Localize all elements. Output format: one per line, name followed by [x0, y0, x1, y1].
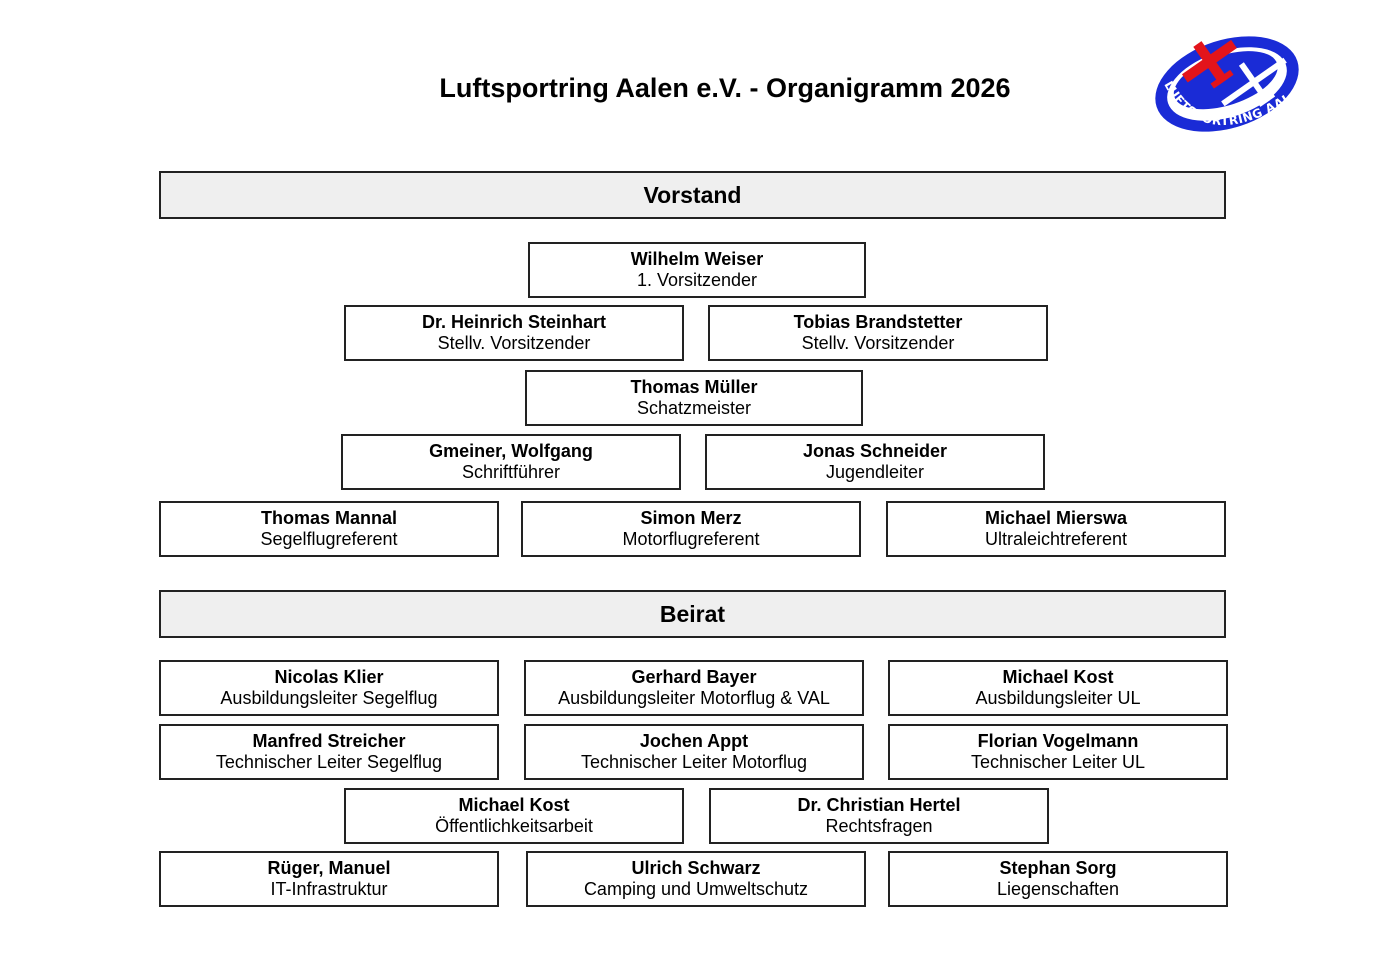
member-role: Schriftführer	[461, 462, 561, 482]
member-name: Michael Kost	[1002, 667, 1114, 687]
member-name: Ulrich Schwarz	[631, 858, 761, 878]
vorstand-box-1: Wilhelm Weiser 1. Vorsitzender	[528, 242, 866, 298]
beirat-box-6: Florian Vogelmann Technischer Leiter UL	[888, 724, 1228, 780]
club-logo: LUFTSPORTRING AALEN	[1142, 22, 1299, 132]
glider-icon	[1221, 57, 1287, 107]
member-role: 1. Vorsitzender	[636, 270, 758, 290]
beirat-box-8: Dr. Christian Hertel Rechtsfragen	[709, 788, 1049, 844]
member-role: Jugendleiter	[825, 462, 925, 482]
member-role: IT-Infrastruktur	[270, 879, 388, 899]
member-name: Gmeiner, Wolfgang	[429, 441, 593, 461]
vorstand-heading: Vorstand	[159, 171, 1226, 219]
beirat-box-9: Rüger, Manuel IT-Infrastruktur	[159, 851, 499, 907]
member-role: Ausbildungsleiter UL	[975, 688, 1141, 708]
beirat-box-3: Michael Kost Ausbildungsleiter UL	[888, 660, 1228, 716]
member-name: Gerhard Bayer	[631, 667, 757, 687]
member-name: Wilhelm Weiser	[630, 249, 764, 269]
vorstand-box-8: Simon Merz Motorflugreferent	[521, 501, 861, 557]
beirat-box-4: Manfred Streicher Technischer Leiter Seg…	[159, 724, 499, 780]
member-name: Michael Kost	[458, 795, 570, 815]
member-name: Florian Vogelmann	[977, 731, 1139, 751]
vorstand-box-3: Tobias Brandstetter Stellv. Vorsitzender	[708, 305, 1048, 361]
beirat-box-5: Jochen Appt Technischer Leiter Motorflug	[524, 724, 864, 780]
beirat-box-1: Nicolas Klier Ausbildungsleiter Segelflu…	[159, 660, 499, 716]
member-name: Stephan Sorg	[999, 858, 1117, 878]
vorstand-box-7: Thomas Mannal Segelflugreferent	[159, 501, 499, 557]
member-name: Jonas Schneider	[802, 441, 948, 461]
member-role: Stellv. Vorsitzender	[801, 333, 955, 353]
motor-plane-icon	[1181, 39, 1237, 89]
beirat-box-2: Gerhard Bayer Ausbildungsleiter Motorflu…	[524, 660, 864, 716]
member-role: Liegenschaften	[996, 879, 1120, 899]
member-role: Segelflugreferent	[260, 529, 398, 549]
member-role: Ausbildungsleiter Motorflug & VAL	[558, 688, 830, 708]
beirat-box-10: Ulrich Schwarz Camping und Umweltschutz	[526, 851, 866, 907]
member-role: Schatzmeister	[636, 398, 752, 418]
member-name: Nicolas Klier	[274, 667, 384, 687]
member-name: Manfred Streicher	[252, 731, 406, 751]
member-role: Ausbildungsleiter Segelflug	[220, 688, 438, 708]
member-name: Rüger, Manuel	[267, 858, 391, 878]
member-name: Michael Mierswa	[984, 508, 1128, 528]
beirat-box-7: Michael Kost Öffentlichkeitsarbeit	[344, 788, 684, 844]
member-role: Motorflugreferent	[622, 529, 760, 549]
page-title: Luftsportring Aalen e.V. - Organigramm 2…	[439, 73, 1011, 103]
beirat-heading: Beirat	[159, 590, 1226, 638]
member-name: Dr. Heinrich Steinhart	[421, 312, 607, 332]
vorstand-box-4: Thomas Müller Schatzmeister	[525, 370, 863, 426]
member-name: Simon Merz	[640, 508, 742, 528]
beirat-box-11: Stephan Sorg Liegenschaften	[888, 851, 1228, 907]
member-name: Thomas Mannal	[260, 508, 398, 528]
member-name: Thomas Müller	[630, 377, 758, 397]
member-role: Stellv. Vorsitzender	[437, 333, 591, 353]
member-role: Technischer Leiter Motorflug	[580, 752, 808, 772]
member-role: Rechtsfragen	[825, 816, 933, 836]
vorstand-box-9: Michael Mierswa Ultraleichtreferent	[886, 501, 1226, 557]
member-role: Ultraleichtreferent	[984, 529, 1128, 549]
vorstand-box-5: Gmeiner, Wolfgang Schriftführer	[341, 434, 681, 490]
member-role: Technischer Leiter Segelflug	[215, 752, 443, 772]
member-name: Tobias Brandstetter	[793, 312, 963, 332]
vorstand-box-2: Dr. Heinrich Steinhart Stellv. Vorsitzen…	[344, 305, 684, 361]
member-role: Technischer Leiter UL	[970, 752, 1146, 772]
member-role: Camping und Umweltschutz	[583, 879, 809, 899]
member-name: Dr. Christian Hertel	[797, 795, 961, 815]
vorstand-box-6: Jonas Schneider Jugendleiter	[705, 434, 1045, 490]
member-name: Jochen Appt	[639, 731, 749, 751]
member-role: Öffentlichkeitsarbeit	[435, 816, 593, 836]
